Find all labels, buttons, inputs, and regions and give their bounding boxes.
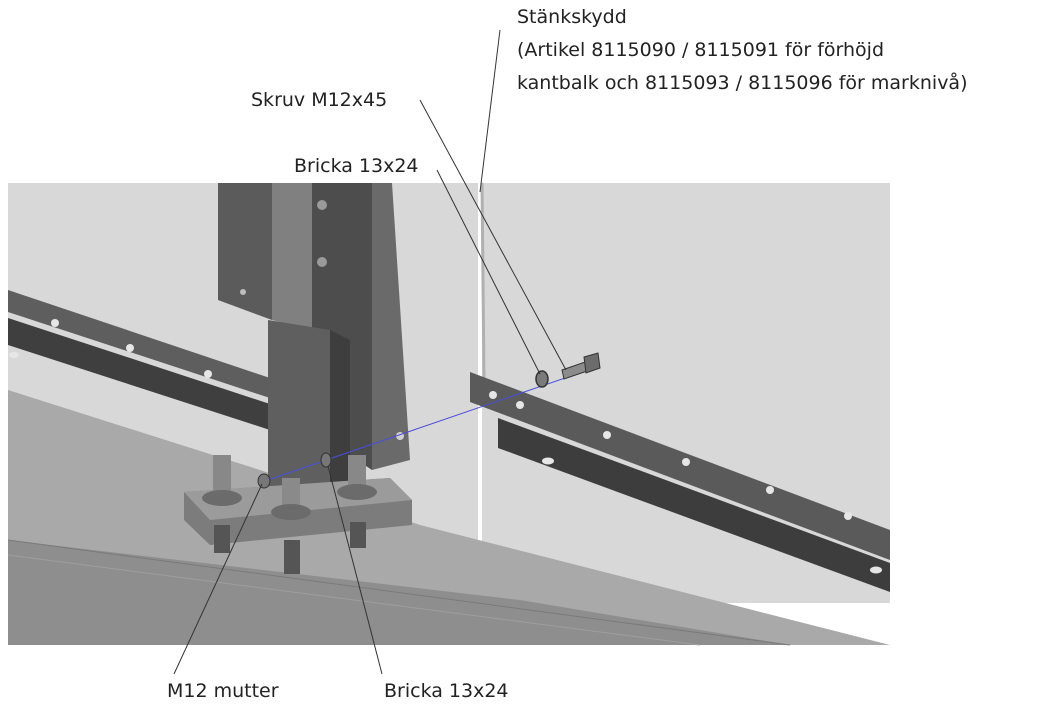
bolt-head <box>583 352 601 374</box>
rail-slot <box>870 566 882 574</box>
lower-bolt <box>214 525 230 553</box>
nut-left <box>257 473 271 489</box>
leader-stankskydd <box>479 29 501 193</box>
left-rail-lower-flange <box>8 318 270 430</box>
post-assembly <box>218 183 410 505</box>
post-column <box>268 320 330 505</box>
leader-skruv <box>419 99 567 371</box>
rail-hole <box>603 431 611 439</box>
rail-hole <box>126 344 134 352</box>
label-mutter: M12 mutter <box>167 680 279 702</box>
rail-hole <box>516 401 524 409</box>
rail-slot <box>542 457 554 465</box>
post-hole <box>317 257 327 267</box>
rail-hole <box>204 370 212 378</box>
beam-edge-line-2 <box>7 554 701 646</box>
lower-bolt <box>350 522 366 548</box>
rail-hole <box>489 391 497 399</box>
label-stankskydd: Stänkskydd <box>517 6 627 28</box>
label-skruv: Skruv M12x45 <box>251 89 388 111</box>
panel-edge <box>480 182 486 381</box>
rail-hole <box>682 458 690 466</box>
beam-edge-line <box>7 539 791 646</box>
right-rail-top-flange <box>470 372 890 560</box>
post-outer-flange <box>372 183 410 470</box>
leader-mutter <box>173 483 263 675</box>
right-rail-lower-flange <box>498 418 890 592</box>
left-rail <box>8 290 270 430</box>
label-bricka-top: Bricka 13x24 <box>294 155 419 177</box>
post-hole <box>240 289 246 295</box>
rail-slot <box>9 352 19 358</box>
right-panel <box>482 183 890 603</box>
post-column-side <box>330 330 350 505</box>
post-left-bracket <box>218 183 272 320</box>
base-nut <box>271 504 311 520</box>
label-bricka-bottom: Bricka 13x24 <box>384 680 509 702</box>
anchor-bolt <box>282 478 300 510</box>
anchor-bolt <box>213 455 231 495</box>
leader-bricka-top <box>436 169 541 375</box>
leader-bricka-bottom <box>327 465 383 675</box>
left-rail-top-flange <box>8 290 270 398</box>
base-nut <box>337 484 377 500</box>
base-nut <box>202 490 242 506</box>
rail-hole <box>844 512 852 520</box>
label-stankskydd-articles-line1: (Artikel 8115090 / 8115091 för förhöjd <box>517 39 885 61</box>
edge-beam <box>7 390 890 646</box>
label-stankskydd-articles-line2: kantbalk och 8115093 / 8115096 för markn… <box>517 72 968 94</box>
post-inner-plate <box>272 183 312 330</box>
washer-left <box>320 452 332 468</box>
rail-hole <box>51 319 59 327</box>
washer-right <box>535 370 549 388</box>
right-rail <box>470 372 890 592</box>
leader-lines <box>173 29 567 675</box>
post-hole <box>317 200 327 210</box>
lower-bolt <box>284 540 300 574</box>
rail-hole <box>766 486 774 494</box>
assembly-hardware <box>257 352 601 489</box>
